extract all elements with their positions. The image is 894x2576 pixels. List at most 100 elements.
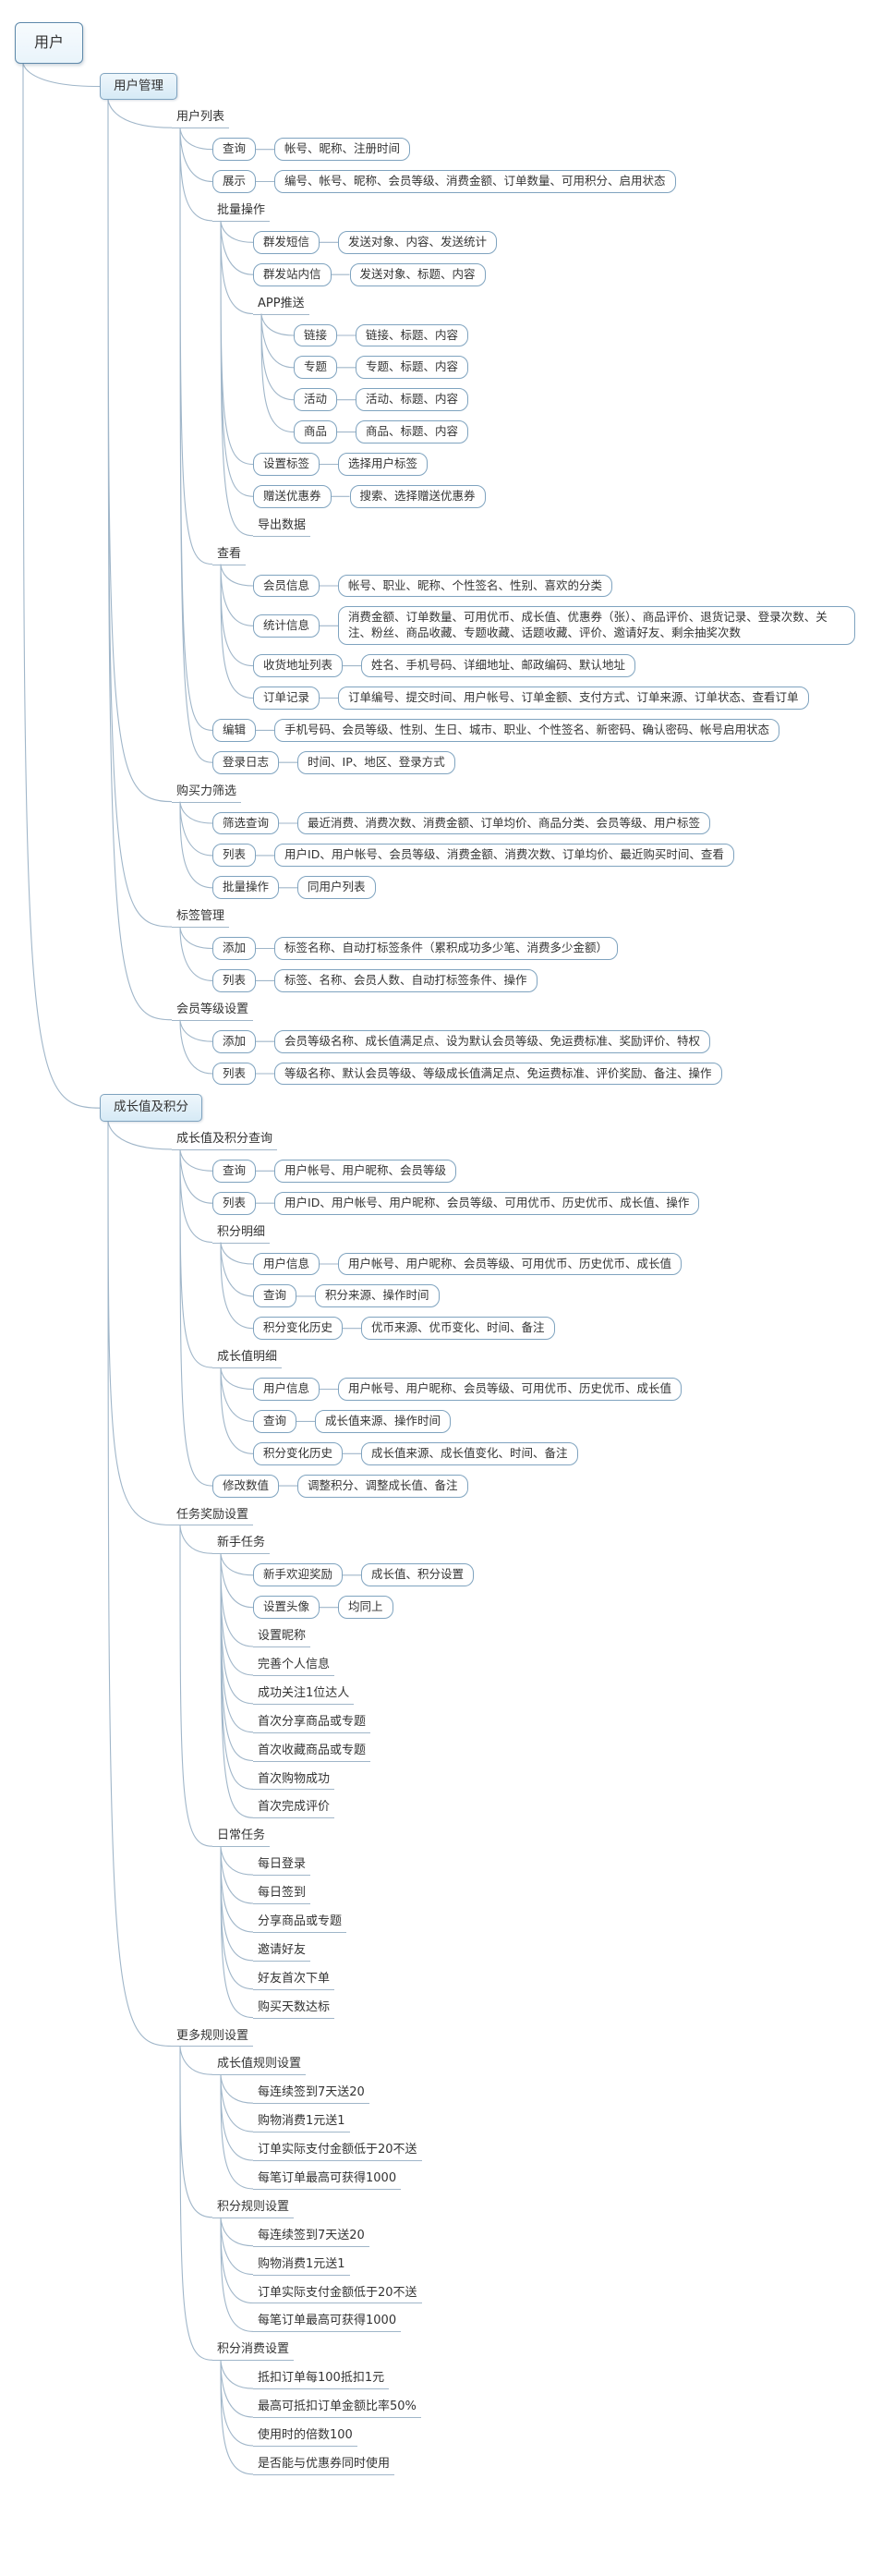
topic-node[interactable]: 登录日志: [212, 750, 280, 774]
topic-node[interactable]: 用户信息: [253, 1252, 320, 1276]
topic-node[interactable]: 商品: [294, 420, 338, 444]
topic-node[interactable]: 成长值规则设置: [212, 2056, 307, 2076]
leaf-node[interactable]: 手机号码、会员等级、性别、生日、城市、职业、个性签名、新密码、确认密码、帐号启用…: [274, 718, 780, 742]
leaf-node[interactable]: 均同上: [338, 1596, 393, 1620]
topic-node[interactable]: 批量操作: [212, 876, 280, 900]
topic-node[interactable]: 用户列表: [172, 109, 230, 129]
leaf-node[interactable]: 用户帐号、用户昵称、会员等级、可用优币、历史优币、成长值: [338, 1378, 683, 1401]
topic-node[interactable]: APP推送: [253, 296, 309, 315]
leaf-node[interactable]: 每笔订单最高可获得1000: [253, 2313, 402, 2333]
topic-node[interactable]: 筛选查询: [212, 811, 280, 835]
topic-node[interactable]: 活动: [294, 388, 338, 412]
topic-node[interactable]: 积分变化历史: [253, 1317, 344, 1341]
leaf-node[interactable]: 购物消费1元送1: [253, 2256, 350, 2276]
main-topic-node[interactable]: 用户管理: [100, 72, 177, 101]
topic-node[interactable]: 任务奖励设置: [172, 1507, 254, 1526]
leaf-node[interactable]: 用户帐号、用户昵称、会员等级、可用优币、历史优币、成长值: [338, 1252, 683, 1276]
topic-node[interactable]: 会员信息: [253, 574, 320, 598]
topic-node[interactable]: 编辑: [212, 718, 257, 742]
topic-node[interactable]: 积分明细: [212, 1224, 271, 1244]
leaf-node[interactable]: 商品、标题、内容: [356, 420, 469, 444]
topic-node[interactable]: 新手任务: [212, 1535, 271, 1555]
topic-node[interactable]: 用户信息: [253, 1378, 320, 1401]
topic-node[interactable]: 查询: [212, 1159, 257, 1183]
leaf-node[interactable]: 调整积分、调整成长值、备注: [297, 1474, 468, 1498]
topic-node[interactable]: 列表: [212, 968, 257, 992]
leaf-node[interactable]: 帐号、昵称、注册时间: [274, 138, 411, 162]
leaf-node[interactable]: 用户帐号、用户昵称、会员等级: [274, 1159, 457, 1183]
leaf-node[interactable]: 选择用户标签: [338, 453, 429, 476]
topic-node[interactable]: 添加: [212, 1029, 257, 1053]
leaf-node[interactable]: 标签名称、自动打标签条件（累积成功多少笔、消费多少金额）: [274, 937, 619, 960]
leaf-node[interactable]: 订单实际支付金额低于20不送: [253, 2285, 422, 2304]
topic-node[interactable]: 列表: [212, 844, 257, 868]
topic-node[interactable]: 查询: [212, 138, 257, 162]
leaf-node[interactable]: 时间、IP、地区、登录方式: [297, 750, 455, 774]
leaf-node[interactable]: 首次收藏商品或专题: [253, 1743, 371, 1762]
leaf-node[interactable]: 最高可抵扣订单金额比率50%: [253, 2399, 421, 2419]
leaf-node[interactable]: 每连续签到7天送20: [253, 2084, 369, 2105]
topic-node[interactable]: 成长值明细: [212, 1349, 283, 1369]
topic-node[interactable]: 展示: [212, 170, 257, 193]
topic-node[interactable]: 查询: [253, 1409, 297, 1433]
topic-node[interactable]: 赠送优惠券: [253, 484, 332, 508]
leaf-node[interactable]: 会员等级名称、成长值满足点、设为默认会员等级、免运费标准、奖励评价、特权: [274, 1029, 711, 1053]
topic-node[interactable]: 群发短信: [253, 230, 320, 254]
leaf-node[interactable]: 成长值、积分设置: [361, 1563, 475, 1587]
leaf-node[interactable]: 标签、名称、会员人数、自动打标签条件、操作: [274, 968, 538, 992]
leaf-node[interactable]: 姓名、手机号码、详细地址、邮政编码、默认地址: [361, 654, 636, 678]
leaf-node[interactable]: 用户ID、用户帐号、用户昵称、会员等级、可用优币、历史优币、成长值、操作: [274, 1191, 700, 1215]
leaf-node[interactable]: 分享商品或专题: [253, 1914, 347, 1933]
topic-node[interactable]: 查询: [253, 1284, 297, 1308]
topic-node[interactable]: 积分消费设置: [212, 2341, 295, 2362]
leaf-node[interactable]: 订单实际支付金额低于20不送: [253, 2142, 422, 2162]
topic-node[interactable]: 列表: [212, 1191, 257, 1215]
leaf-node[interactable]: 好友首次下单: [253, 1971, 335, 1990]
leaf-node[interactable]: 专题、标题、内容: [356, 356, 469, 380]
topic-node[interactable]: 专题: [294, 356, 338, 380]
leaf-node[interactable]: 发送对象、内容、发送统计: [338, 230, 498, 254]
main-topic-node[interactable]: 成长值及积分: [100, 1094, 202, 1123]
leaf-node[interactable]: 订单编号、提交时间、用户帐号、订单金额、支付方式、订单来源、订单状态、查看订单: [338, 687, 809, 710]
leaf-node[interactable]: 等级名称、默认会员等级、等级成长值满足点、免运费标准、评价奖励、备注、操作: [274, 1062, 722, 1086]
topic-node[interactable]: 新手欢迎奖励: [253, 1563, 344, 1587]
topic-node[interactable]: 日常任务: [212, 1828, 271, 1848]
topic-node[interactable]: 批量操作: [212, 202, 271, 222]
topic-node[interactable]: 标签管理: [172, 908, 230, 929]
topic-node[interactable]: 收货地址列表: [253, 654, 344, 678]
leaf-node[interactable]: 消费金额、订单数量、可用优币、成长值、优惠券（张）、商品评价、退货记录、登录次数…: [338, 606, 856, 646]
leaf-node[interactable]: 每笔订单最高可获得1000: [253, 2170, 402, 2190]
topic-node[interactable]: 群发站内信: [253, 262, 332, 286]
topic-node[interactable]: 添加: [212, 937, 257, 960]
topic-node[interactable]: 修改数值: [212, 1474, 280, 1498]
leaf-node[interactable]: 使用时的倍数100: [253, 2427, 357, 2447]
topic-node[interactable]: 订单记录: [253, 687, 320, 710]
leaf-node[interactable]: 搜索、选择赠送优惠券: [349, 484, 486, 508]
central-topic-node[interactable]: 用户: [15, 22, 84, 64]
topic-node[interactable]: 查看: [212, 546, 247, 565]
topic-node[interactable]: 统计信息: [253, 614, 320, 638]
leaf-node[interactable]: 链接、标题、内容: [356, 323, 469, 347]
leaf-node[interactable]: 是否能与优惠券同时使用: [253, 2456, 395, 2475]
topic-node[interactable]: 设置标签: [253, 453, 320, 476]
topic-node[interactable]: 列表: [212, 1062, 257, 1086]
leaf-node[interactable]: 帐号、职业、昵称、个性签名、性别、喜欢的分类: [338, 574, 613, 598]
leaf-node[interactable]: 每日签到: [253, 1885, 311, 1904]
topic-node[interactable]: 更多规则设置: [172, 2028, 254, 2047]
leaf-node[interactable]: 成长值来源、成长值变化、时间、备注: [361, 1441, 578, 1465]
leaf-node[interactable]: 成长值来源、操作时间: [315, 1409, 452, 1433]
leaf-node[interactable]: 导出数据: [253, 517, 311, 537]
leaf-node[interactable]: 优币来源、优币变化、时间、备注: [361, 1317, 555, 1341]
leaf-node[interactable]: 首次分享商品或专题: [253, 1714, 371, 1733]
topic-node[interactable]: 积分规则设置: [212, 2199, 295, 2218]
leaf-node[interactable]: 首次购物成功: [253, 1771, 335, 1791]
topic-node[interactable]: 成长值及积分查询: [172, 1131, 278, 1150]
leaf-node[interactable]: 首次完成评价: [253, 1799, 335, 1819]
leaf-node[interactable]: 每连续签到7天送20: [253, 2228, 369, 2247]
leaf-node[interactable]: 同用户列表: [297, 876, 376, 900]
topic-node[interactable]: 设置头像: [253, 1596, 320, 1620]
leaf-node[interactable]: 完善个人信息: [253, 1657, 335, 1676]
leaf-node[interactable]: 购物消费1元送1: [253, 2113, 350, 2133]
topic-node[interactable]: 会员等级设置: [172, 1002, 254, 1021]
leaf-node[interactable]: 积分来源、操作时间: [315, 1284, 440, 1308]
